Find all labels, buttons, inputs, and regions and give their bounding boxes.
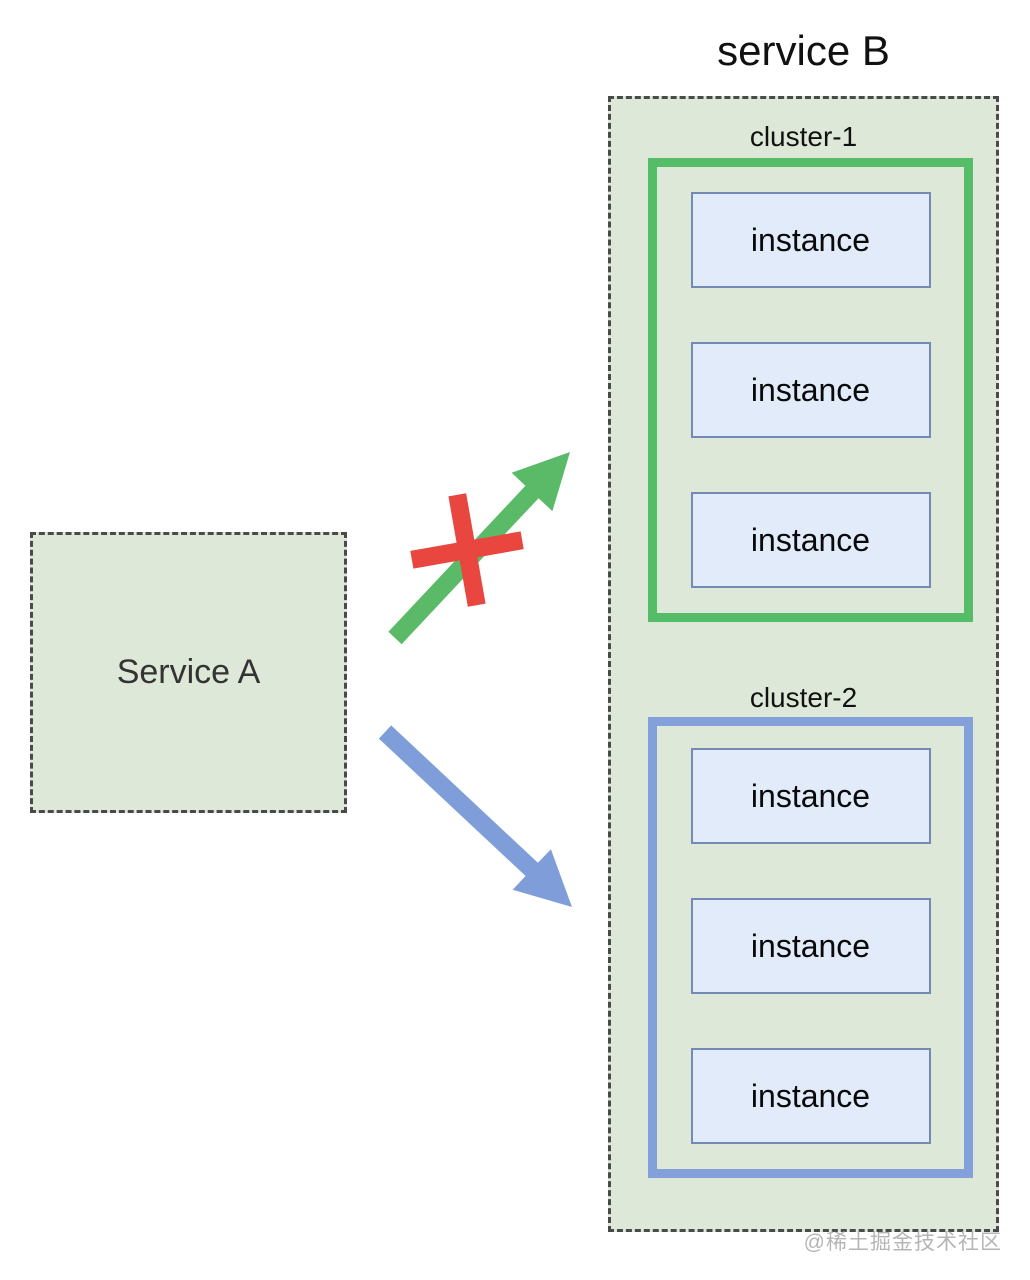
instance-box: instance bbox=[690, 192, 931, 288]
service-a-box: Service A bbox=[30, 532, 347, 813]
service-a-label: Service A bbox=[116, 653, 261, 691]
watermark: @稀土掘金技术社区 bbox=[803, 1231, 1002, 1254]
red-cross-icon bbox=[410, 493, 524, 607]
red-cross-bar-horizontal bbox=[410, 531, 524, 569]
green-arrow-to-cluster1 bbox=[388, 452, 570, 645]
cluster-2-label: cluster-2 bbox=[749, 682, 858, 713]
cluster-2-box: instance instance instance bbox=[648, 717, 973, 1178]
instance-box: instance bbox=[690, 748, 931, 844]
cluster-1-label: cluster-1 bbox=[749, 121, 858, 152]
red-cross-bar-vertical bbox=[448, 493, 486, 607]
instance-box: instance bbox=[690, 898, 931, 994]
instance-box: instance bbox=[690, 1048, 931, 1144]
service-b-title: service B bbox=[717, 27, 890, 74]
blue-arrow-to-cluster2 bbox=[378, 725, 572, 907]
service-b-panel: cluster-1 instance instance instance clu… bbox=[608, 96, 999, 1232]
instance-box: instance bbox=[690, 492, 931, 588]
cluster-1-box: instance instance instance bbox=[648, 158, 973, 622]
instance-box: instance bbox=[690, 342, 931, 438]
